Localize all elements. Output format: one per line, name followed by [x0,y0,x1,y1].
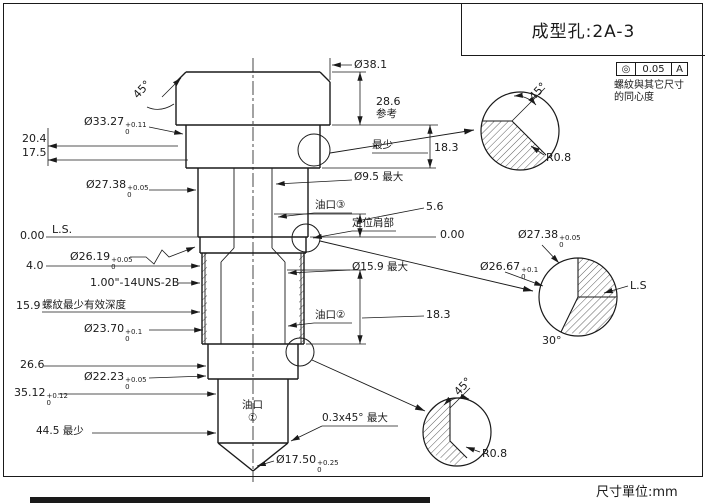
bottom-edge-bar [30,497,430,503]
dim-diameter-38-1: Ø38.1 [354,58,388,71]
note-oil-port-2: 油口② [315,309,346,321]
dimension-lines [42,58,438,467]
gdt-note-line1: 螺紋與其它尺寸 [614,80,684,91]
internal-bore-lines [202,168,304,344]
drawing-frame [3,3,703,477]
gdt-note-line2: 的同心度 [614,92,654,103]
gdt-datum-ref: A [672,62,688,76]
dim-length-15-9: 15.9 [16,299,41,312]
thread-hatch-right [299,253,304,344]
detail-view-middle [504,244,629,337]
note-ls-right: L.S [630,279,647,292]
dim-length-4-0: 4.0 [26,259,44,272]
detail-top-radius: R0.8 [546,151,572,164]
dim-datum-zero-left: 0.00 [20,229,45,242]
note-thread-min-depth: 螺紋最少有效深度 [42,299,126,311]
dim-diameter-9-5-max: Ø9.5 最大 [354,171,404,183]
note-oil-port-3: 油口③ [315,199,346,211]
drawing-title: 成型孔:2A-3 [531,22,636,42]
thread-hatch-left [202,253,207,344]
dim-length-28-6: 28.6 [376,95,401,108]
detail-link-arrows [311,128,534,412]
dim-diameter-15-9-max: Ø15.9 最大 [352,261,408,273]
detail-markers [285,133,331,367]
dim-thread-callout: 1.00"-14UNS-2B [90,276,180,289]
note-minimum-top: 最少 [372,139,393,151]
note-ls-left: L.S. [52,223,73,236]
dim-length-18-3-top: 18.3 [434,141,459,154]
gdt-tolerance-value: 0.05 [636,62,672,76]
note-oil-port-1-number: ① [248,412,258,424]
concentricity-symbol: ◎ [616,62,636,76]
title-block: 成型孔:2A-3 [461,4,705,56]
dim-length-17-5: 17.5 [22,146,47,159]
note-chamfer-0-3x45: 0.3x45° 最大 [322,412,388,424]
dim-length-18-3-mid: 18.3 [426,308,451,321]
gdt-note: 螺紋與其它尺寸 的同心度 [614,80,684,104]
detail-view-bottom [422,387,492,467]
detail-marker-top [297,133,331,167]
dim-datum-zero-right: 0.00 [440,228,465,241]
dim-length-20-4: 20.4 [22,132,47,145]
dim-length-5-6: 5.6 [426,200,444,213]
dim-length-44-5-min: 44.5 最少 [36,425,84,437]
note-locating-shoulder: 定位肩部 [352,217,394,229]
detail-marker-bottom [285,337,315,367]
gdt-frame: ◎ 0.05 A [616,62,688,76]
detail-bottom-radius: R0.8 [482,447,508,460]
note-oil-port-1-text: 油口 [242,399,263,411]
dim-length-26-6: 26.6 [20,358,45,371]
note-reference: 参考 [376,108,397,120]
detail-middle-angle-30: 30° [542,334,562,347]
unit-note: 尺寸單位:mm [596,485,678,500]
